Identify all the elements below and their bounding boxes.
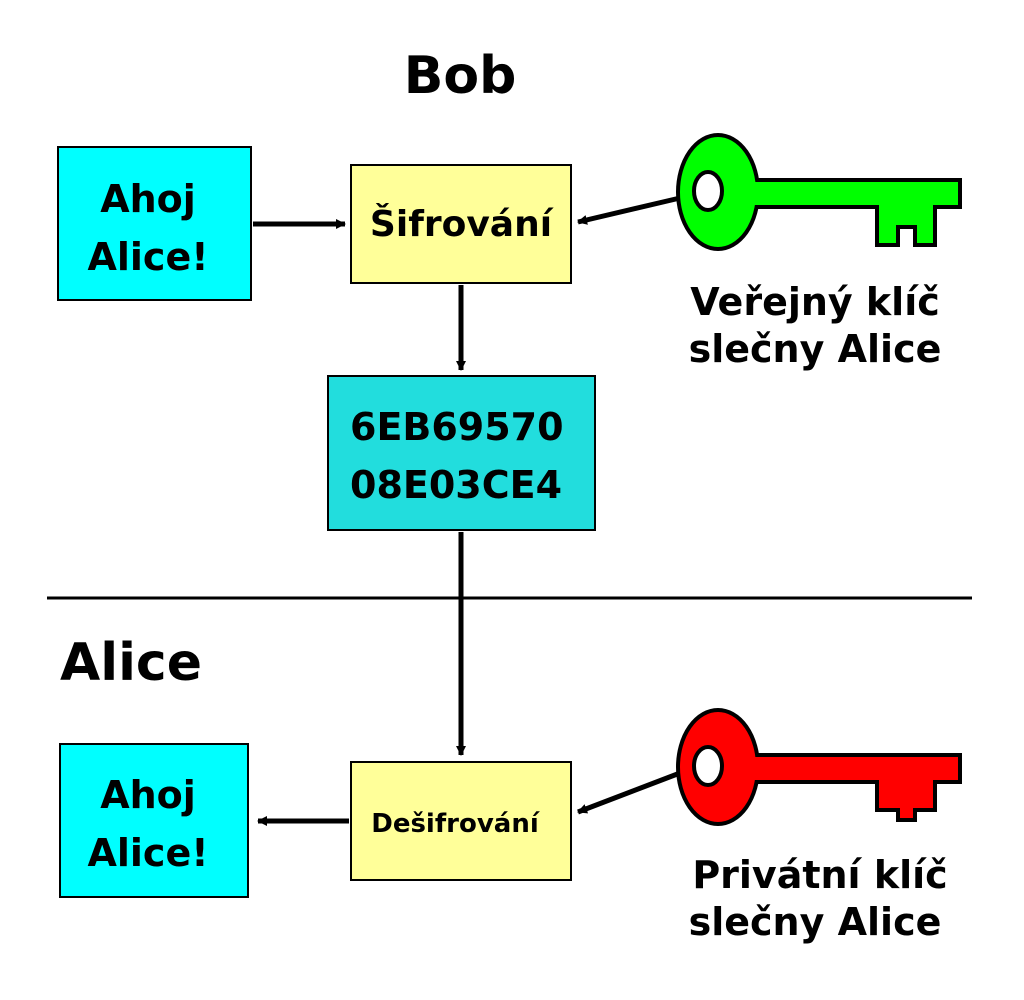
alice-heading: Alice xyxy=(60,633,202,693)
arrow-key-to-decrypt xyxy=(577,770,681,815)
arrow-key-to-encrypt xyxy=(577,195,681,225)
private-key-icon xyxy=(676,708,962,826)
private-key-label-line2: slečny Alice xyxy=(689,900,942,944)
public-key-icon xyxy=(676,133,962,251)
encrypt-label: Šifrování xyxy=(370,203,554,245)
bob-message-line1: Ahoj xyxy=(100,177,196,221)
public-key-label-line1: Veřejný klíč xyxy=(690,280,940,324)
decrypt-label: Dešifrování xyxy=(371,809,541,839)
private-key-label-line1: Privátní klíč xyxy=(692,853,947,897)
public-key-label-line2: slečny Alice xyxy=(689,327,942,371)
bob-message-line2: Alice! xyxy=(87,235,208,279)
ciphertext-line2: 08E03CE4 xyxy=(350,463,562,507)
ciphertext-line1: 6EB69570 xyxy=(350,405,564,449)
bob-message-box xyxy=(57,146,252,301)
decrypt-box xyxy=(350,761,572,881)
encrypt-box xyxy=(350,164,572,284)
alice-message-line2: Alice! xyxy=(87,831,208,875)
bob-heading: Bob xyxy=(404,46,517,106)
alice-message-box xyxy=(59,743,249,898)
alice-message-line1: Ahoj xyxy=(100,773,196,817)
ciphertext-box xyxy=(327,375,596,531)
